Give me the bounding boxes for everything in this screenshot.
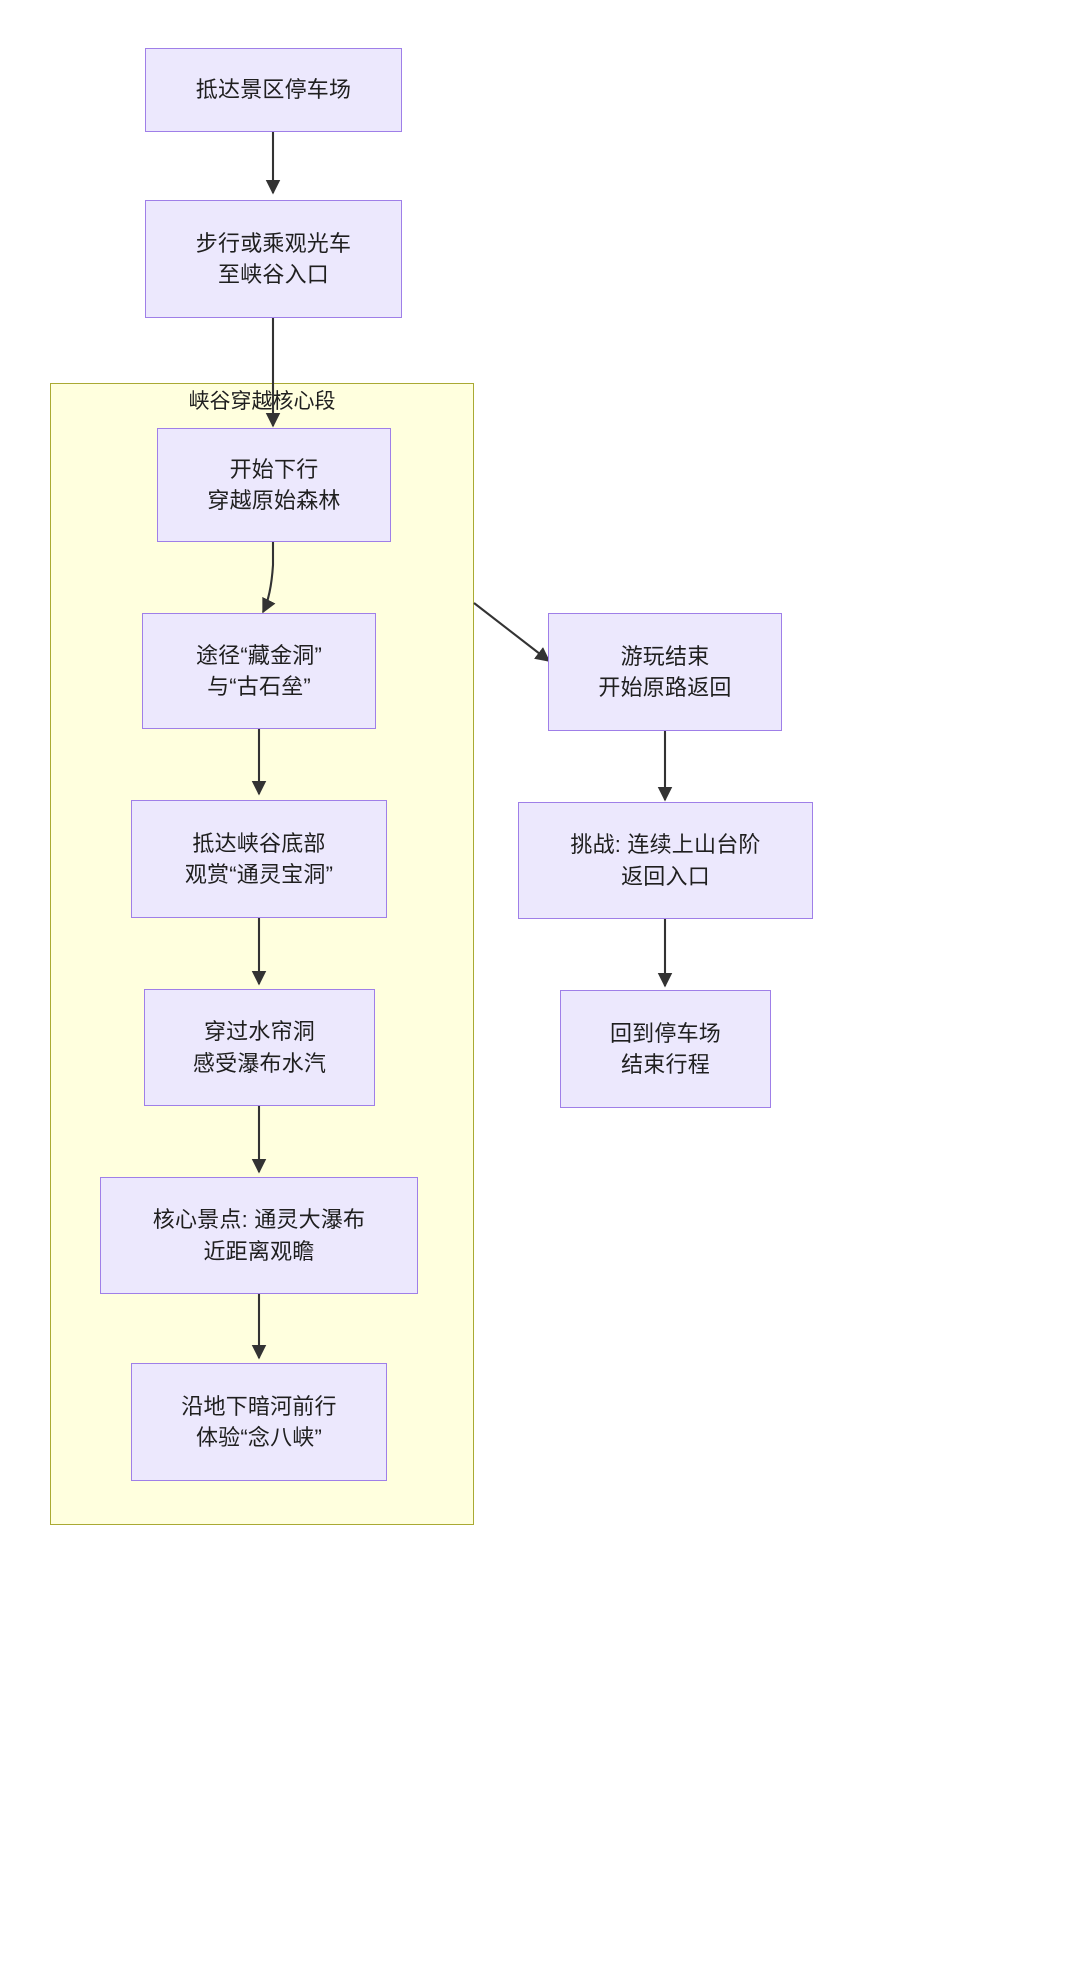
- node-arrive-parking[interactable]: 抵达景区停车场: [145, 48, 402, 132]
- node-line: 抵达景区停车场: [195, 77, 352, 103]
- node-line: 近距离观瞻: [203, 1238, 315, 1264]
- node-back-to-parking[interactable]: 回到停车场 结束行程: [560, 990, 771, 1108]
- node-line: 游玩结束: [620, 643, 710, 669]
- node-water-curtain-cave[interactable]: 穿过水帘洞 感受瀑布水汽: [144, 989, 375, 1106]
- node-start-descent[interactable]: 开始下行 穿越原始森林: [157, 428, 391, 542]
- node-underground-river[interactable]: 沿地下暗河前行 体验“念八峡”: [131, 1363, 387, 1481]
- node-tour-end-return[interactable]: 游玩结束 开始原路返回: [548, 613, 782, 731]
- node-line: 抵达峡谷底部: [192, 830, 326, 856]
- node-walk-or-shuttle[interactable]: 步行或乘观光车 至峡谷入口: [145, 200, 402, 318]
- node-main-waterfall[interactable]: 核心景点: 通灵大瀑布 近距离观瞻: [100, 1177, 418, 1294]
- node-line: 挑战: 连续上山台阶: [570, 832, 761, 858]
- node-line: 回到停车场: [609, 1020, 721, 1046]
- subgraph-canyon-core: [50, 383, 474, 1525]
- node-line: 开始下行: [229, 456, 319, 482]
- node-line: 步行或乘观光车: [195, 230, 352, 256]
- node-line: 途径“藏金洞”: [195, 642, 323, 668]
- subgraph-label: 峡谷穿越核心段: [188, 390, 336, 413]
- node-pass-caves[interactable]: 途径“藏金洞” 与“古石垒”: [142, 613, 376, 729]
- node-line: 体验“念八峡”: [195, 1425, 323, 1450]
- node-line: 穿过水帘洞: [203, 1019, 315, 1045]
- node-challenge-stairs[interactable]: 挑战: 连续上山台阶 返回入口: [518, 802, 813, 919]
- node-line: 返回入口: [621, 863, 710, 889]
- node-line: 开始原路返回: [598, 675, 732, 700]
- node-line: 至峡谷入口: [217, 262, 329, 287]
- node-line: 观赏“通灵宝洞”: [184, 862, 334, 887]
- node-line: 与“古石垒”: [207, 674, 311, 699]
- node-line: 沿地下暗河前行: [181, 1393, 337, 1419]
- edge-subgraph-n9: [473, 602, 551, 662]
- node-line: 核心景点: 通灵大瀑布: [152, 1207, 366, 1233]
- node-canyon-bottom[interactable]: 抵达峡谷底部 观赏“通灵宝洞”: [131, 800, 387, 918]
- node-line: 感受瀑布水汽: [192, 1050, 327, 1076]
- node-line: 穿越原始森林: [207, 488, 341, 513]
- node-line: 结束行程: [621, 1052, 710, 1077]
